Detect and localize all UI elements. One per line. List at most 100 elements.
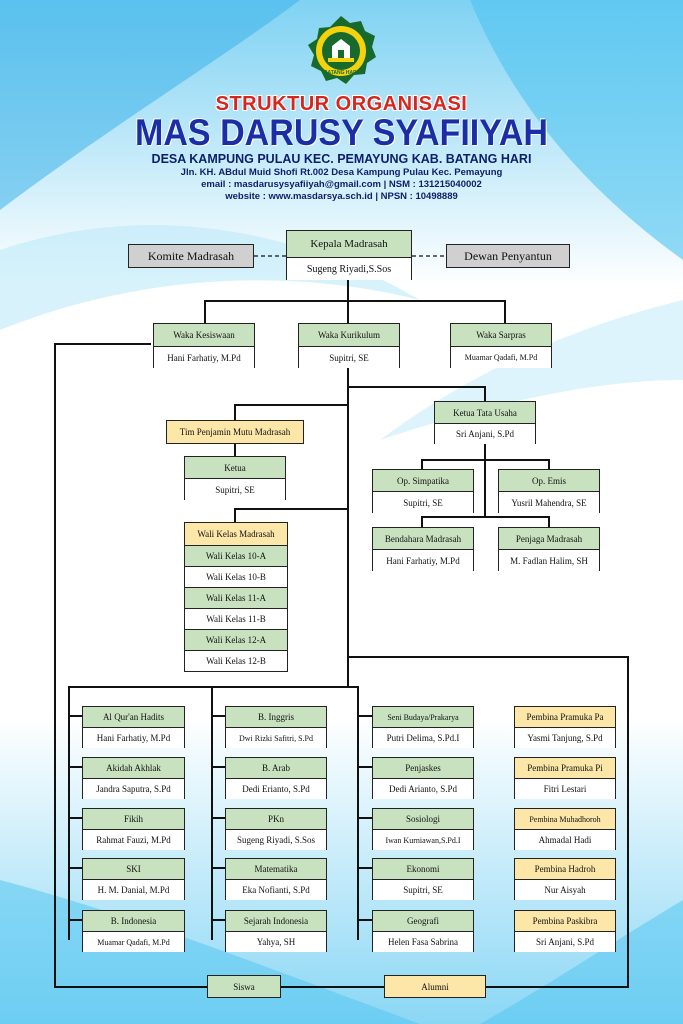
- waka-kesiswaan-box: Waka Kesiswaan Hani Farhatiy, M.Pd: [153, 323, 255, 368]
- teacher-box: Sejarah Indonesia Yahya, SH: [225, 910, 327, 952]
- box-name: Dedi Arianto, S.Pd: [373, 779, 473, 799]
- teacher-box: PKn Sugeng Riyadi, S.Sos: [225, 808, 327, 850]
- box-role: Pembina Muhadhoroh: [515, 809, 615, 830]
- box-name: Helen Fasa Sabrina: [373, 932, 473, 952]
- wali-kelas-item: Wali Kelas 11-B: [184, 609, 288, 630]
- komite-madrasah-box: Komite Madrasah: [128, 244, 254, 268]
- box-role: B. Arab: [226, 758, 326, 779]
- box-name: Sugeng Riyadi, S.Sos: [226, 830, 326, 850]
- box-role: Al Qur'an Hadits: [83, 707, 184, 728]
- box-name: Hani Farhatiy, M.Pd: [373, 550, 473, 571]
- box-role: Op. Emis: [499, 470, 599, 492]
- wali-kelas-item: Wali Kelas 12-B: [184, 651, 288, 672]
- box-role: Waka Sarpras: [451, 324, 551, 347]
- box-name: Nur Aisyah: [515, 880, 615, 900]
- op-simpatika-box: Op. Simpatika Supitri, SE: [372, 469, 474, 513]
- box-role: PKn: [226, 809, 326, 830]
- wali-kelas-item: Wali Kelas 10-A: [184, 546, 288, 567]
- box-role: Pembina Pramuka Pa: [515, 707, 615, 728]
- box-name: Rahmat Fauzi, M.Pd: [83, 830, 184, 850]
- box-name: Yahya, SH: [226, 932, 326, 952]
- tim-penjamin-mutu-box: Tim Penjamin Mutu Madrasah: [166, 420, 304, 444]
- alumni-box: Alumni: [384, 975, 486, 998]
- box-role: Matematika: [226, 859, 326, 880]
- box-role: Waka Kesiswaan: [154, 324, 254, 347]
- teacher-box: B. Indonesia Muamar Qadafi, M.Pd: [82, 910, 185, 952]
- box-role: Op. Simpatika: [373, 470, 473, 492]
- box-role: Pembina Hadroh: [515, 859, 615, 880]
- teacher-box: Sosiologi Iwan Kurniawan,S.Pd.I: [372, 808, 474, 850]
- kepala-madrasah-box: Kepala Madrasah Sugeng Riyadi,S.Sos: [286, 230, 412, 280]
- address-line-1: DESA KAMPUNG PULAU KEC. PEMAYUNG KAB. BA…: [151, 152, 532, 166]
- pembina-box: Pembina Pramuka Pi Fitri Lestari: [514, 757, 616, 799]
- box-name: Iwan Kurniawan,S.Pd.I: [373, 830, 473, 850]
- box-role: B. Inggris: [226, 707, 326, 728]
- box-name: Putri Delima, S.Pd.I: [373, 728, 473, 748]
- siswa-box: Siswa: [207, 975, 281, 998]
- teacher-box: Fikih Rahmat Fauzi, M.Pd: [82, 808, 185, 850]
- waka-kurikulum-box: Waka Kurikulum Supitri, SE: [298, 323, 400, 368]
- teacher-box: Matematika Eka Nofianti, S.Pd: [225, 858, 327, 900]
- box-name: Fitri Lestari: [515, 779, 615, 799]
- waka-sarpras-box: Waka Sarpras Muamar Qadafi, M.Pd: [450, 323, 552, 368]
- pembina-box: Pembina Muhadhoroh Ahmadal Hadi: [514, 808, 616, 850]
- box-role: Seni Budaya/Prakarya: [373, 707, 473, 728]
- box-name: Supitri, SE: [373, 492, 473, 513]
- box-name: Sugeng Riyadi,S.Sos: [287, 258, 411, 280]
- bendahara-box: Bendahara Madrasah Hani Farhatiy, M.Pd: [372, 527, 474, 571]
- box-name: Sri Anjani, S.Pd: [435, 424, 535, 444]
- box-role: Bendahara Madrasah: [373, 528, 473, 550]
- box-role: Ekonomi: [373, 859, 473, 880]
- dewan-penyantun-box: Dewan Penyantun: [446, 244, 570, 268]
- box-role: Penjaga Madrasah: [499, 528, 599, 550]
- teacher-box: Akidah Akhlak Jandra Saputra, S.Pd: [82, 757, 185, 799]
- contact-line-1: email : masdarusysyafiiyah@gmail.com | N…: [201, 179, 482, 190]
- wali-kelas-title: Wali Kelas Madrasah: [184, 522, 288, 546]
- pembina-box: Pembina Hadroh Nur Aisyah: [514, 858, 616, 900]
- teacher-box: Seni Budaya/Prakarya Putri Delima, S.Pd.…: [372, 706, 474, 748]
- box-name: Muamar Qadafi, M.Pd: [451, 347, 551, 368]
- box-name: Yasmi Tanjung, S.Pd: [515, 728, 615, 748]
- box-name: H. M. Danial, M.Pd: [83, 880, 184, 900]
- box-name: Dwi Rizki Safitri, S.Pd: [226, 728, 326, 748]
- pembina-box: Pembina Paskibra Sri Anjani, S.Pd: [514, 910, 616, 952]
- box-name: Supitri, SE: [373, 880, 473, 900]
- box-role: Kepala Madrasah: [287, 231, 411, 258]
- box-role: Sosiologi: [373, 809, 473, 830]
- box-role: Geografi: [373, 911, 473, 932]
- wali-kelas-item: Wali Kelas 10-B: [184, 567, 288, 588]
- teacher-box: B. Inggris Dwi Rizki Safitri, S.Pd: [225, 706, 327, 748]
- page-title: MAS DARUSY SYAFIIYAH: [134, 112, 548, 153]
- box-role: Pembina Pramuka Pi: [515, 758, 615, 779]
- box-role: Sejarah Indonesia: [226, 911, 326, 932]
- op-emis-box: Op. Emis Yusril Mahendra, SE: [498, 469, 600, 513]
- teacher-box: Penjaskes Dedi Arianto, S.Pd: [372, 757, 474, 799]
- box-name: Hani Farhatiy, M.Pd: [154, 347, 254, 368]
- tim-ketua-box: Ketua Supitri, SE: [184, 456, 286, 500]
- madrasah-emblem-icon: [308, 16, 376, 84]
- box-role: SKI: [83, 859, 184, 880]
- teacher-box: Ekonomi Supitri, SE: [372, 858, 474, 900]
- madrasah-logo: BATANG HARI: [304, 14, 378, 88]
- teacher-box: SKI H. M. Danial, M.Pd: [82, 858, 185, 900]
- box-role: Pembina Paskibra: [515, 911, 615, 932]
- box-role: B. Indonesia: [83, 911, 184, 932]
- box-name: Supitri, SE: [185, 479, 285, 500]
- box-role: Waka Kurikulum: [299, 324, 399, 347]
- teacher-box: Al Qur'an Hadits Hani Farhatiy, M.Pd: [82, 706, 185, 748]
- box-name: Eka Nofianti, S.Pd: [226, 880, 326, 900]
- box-role: Penjaskes: [373, 758, 473, 779]
- teacher-box: B. Arab Dedi Erianto, S.Pd: [225, 757, 327, 799]
- wali-kelas-item: Wali Kelas 12-A: [184, 630, 288, 651]
- penjaga-box: Penjaga Madrasah M. Fadlan Halim, SH: [498, 527, 600, 571]
- box-name: Dedi Erianto, S.Pd: [226, 779, 326, 799]
- teacher-box: Geografi Helen Fasa Sabrina: [372, 910, 474, 952]
- box-role: Ketua: [185, 457, 285, 479]
- box-name: M. Fadlan Halim, SH: [499, 550, 599, 571]
- box-name: Supitri, SE: [299, 347, 399, 368]
- title-top: STRUKTUR ORGANISASI: [215, 93, 468, 115]
- contact-line-2: website : www.masdarsya.sch.id | NPSN : …: [225, 191, 458, 202]
- box-role: Fikih: [83, 809, 184, 830]
- box-name: Yusril Mahendra, SE: [499, 492, 599, 513]
